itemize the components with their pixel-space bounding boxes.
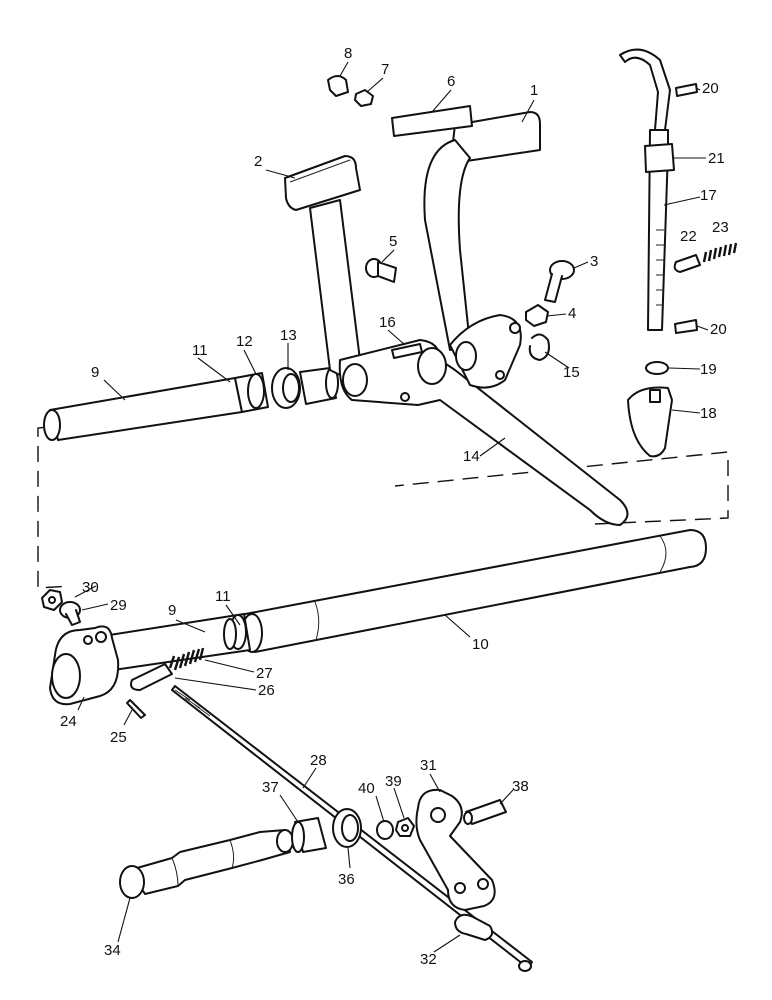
callout-4: 4 — [568, 305, 576, 322]
callout-29: 29 — [110, 597, 127, 614]
dashed-frame — [37, 424, 729, 589]
callout-31: 31 — [420, 757, 437, 774]
pin-25 — [126, 699, 146, 719]
lever-17 — [619, 48, 675, 331]
callout-11-upper: 11 — [192, 342, 208, 359]
callout-25: 25 — [110, 729, 127, 746]
callout-18: 18 — [700, 405, 717, 422]
callout-24: 24 — [60, 713, 77, 730]
callout-26: 26 — [258, 682, 275, 699]
plunger-26 — [130, 663, 173, 691]
callout-17: 17 — [700, 187, 717, 204]
pedal-2 — [284, 155, 361, 381]
bolt-8 — [327, 75, 349, 97]
callout-37: 37 — [262, 779, 279, 796]
callout-39: 39 — [385, 773, 402, 790]
callout-28: 28 — [310, 752, 327, 769]
callout-1: 1 — [530, 82, 538, 99]
cross-shaft — [239, 529, 707, 653]
callout-13: 13 — [280, 327, 297, 344]
callout-27: 27 — [256, 665, 273, 682]
lever-31 — [415, 788, 496, 911]
callout-20-lower: 20 — [710, 321, 727, 338]
bolt-29 — [59, 601, 81, 626]
leader-lines — [74, 61, 709, 953]
callout-16: 16 — [379, 314, 396, 331]
spring-23 — [702, 242, 738, 263]
callout-5: 5 — [389, 233, 397, 250]
callout-20-top: 20 — [702, 80, 719, 97]
callout-22: 22 — [680, 228, 697, 245]
pin-16 — [391, 343, 423, 359]
callout-30: 30 — [82, 579, 99, 596]
pin-38 — [463, 799, 507, 825]
pedal-1 — [423, 111, 541, 351]
callout-12: 12 — [236, 333, 253, 350]
bolt-3 — [544, 260, 575, 303]
callout-34: 34 — [104, 942, 121, 959]
callout-21: 21 — [708, 150, 725, 167]
nut-30 — [41, 589, 63, 611]
upper-shaft — [43, 367, 339, 441]
pin-20-top — [675, 83, 698, 97]
callout-7: 7 — [381, 61, 389, 78]
clevis-32 — [454, 913, 494, 941]
washer-40 — [376, 820, 394, 840]
nut-39 — [395, 817, 415, 837]
washer-19 — [645, 361, 669, 375]
callout-6: 6 — [447, 73, 455, 90]
callout-9-upper: 9 — [91, 364, 99, 381]
callout-9-lower: 9 — [168, 602, 176, 619]
callout-14: 14 — [463, 448, 480, 465]
knob-18 — [627, 386, 673, 458]
pin-20-lower — [674, 319, 698, 334]
callout-labels: 1 2 3 4 5 6 7 8 9 9 10 11 11 12 13 14 15… — [60, 45, 729, 968]
seal-36 — [332, 808, 362, 848]
callout-3: 3 — [590, 253, 598, 270]
callout-19: 19 — [700, 361, 717, 378]
plunger-22 — [673, 254, 701, 273]
shaft-34 — [119, 829, 294, 899]
callout-38: 38 — [512, 778, 529, 795]
callout-2: 2 — [254, 153, 262, 170]
callout-10: 10 — [472, 636, 489, 653]
callout-40: 40 — [358, 780, 375, 797]
circlip-15 — [528, 333, 550, 361]
plate-6 — [391, 105, 473, 137]
callout-8: 8 — [344, 45, 352, 62]
nut-4 — [525, 304, 549, 327]
pedal-boss-arm-14 — [338, 314, 629, 526]
lever-arm-24 — [49, 625, 120, 706]
callout-23: 23 — [712, 219, 729, 236]
callout-32: 32 — [420, 951, 437, 968]
bush-37 — [291, 817, 327, 853]
callout-15: 15 — [563, 364, 580, 381]
spring-27 — [168, 647, 205, 671]
callout-11-lower: 11 — [215, 588, 231, 605]
callout-36: 36 — [338, 871, 355, 888]
bolt-5 — [365, 258, 397, 283]
nut-7 — [354, 89, 374, 107]
